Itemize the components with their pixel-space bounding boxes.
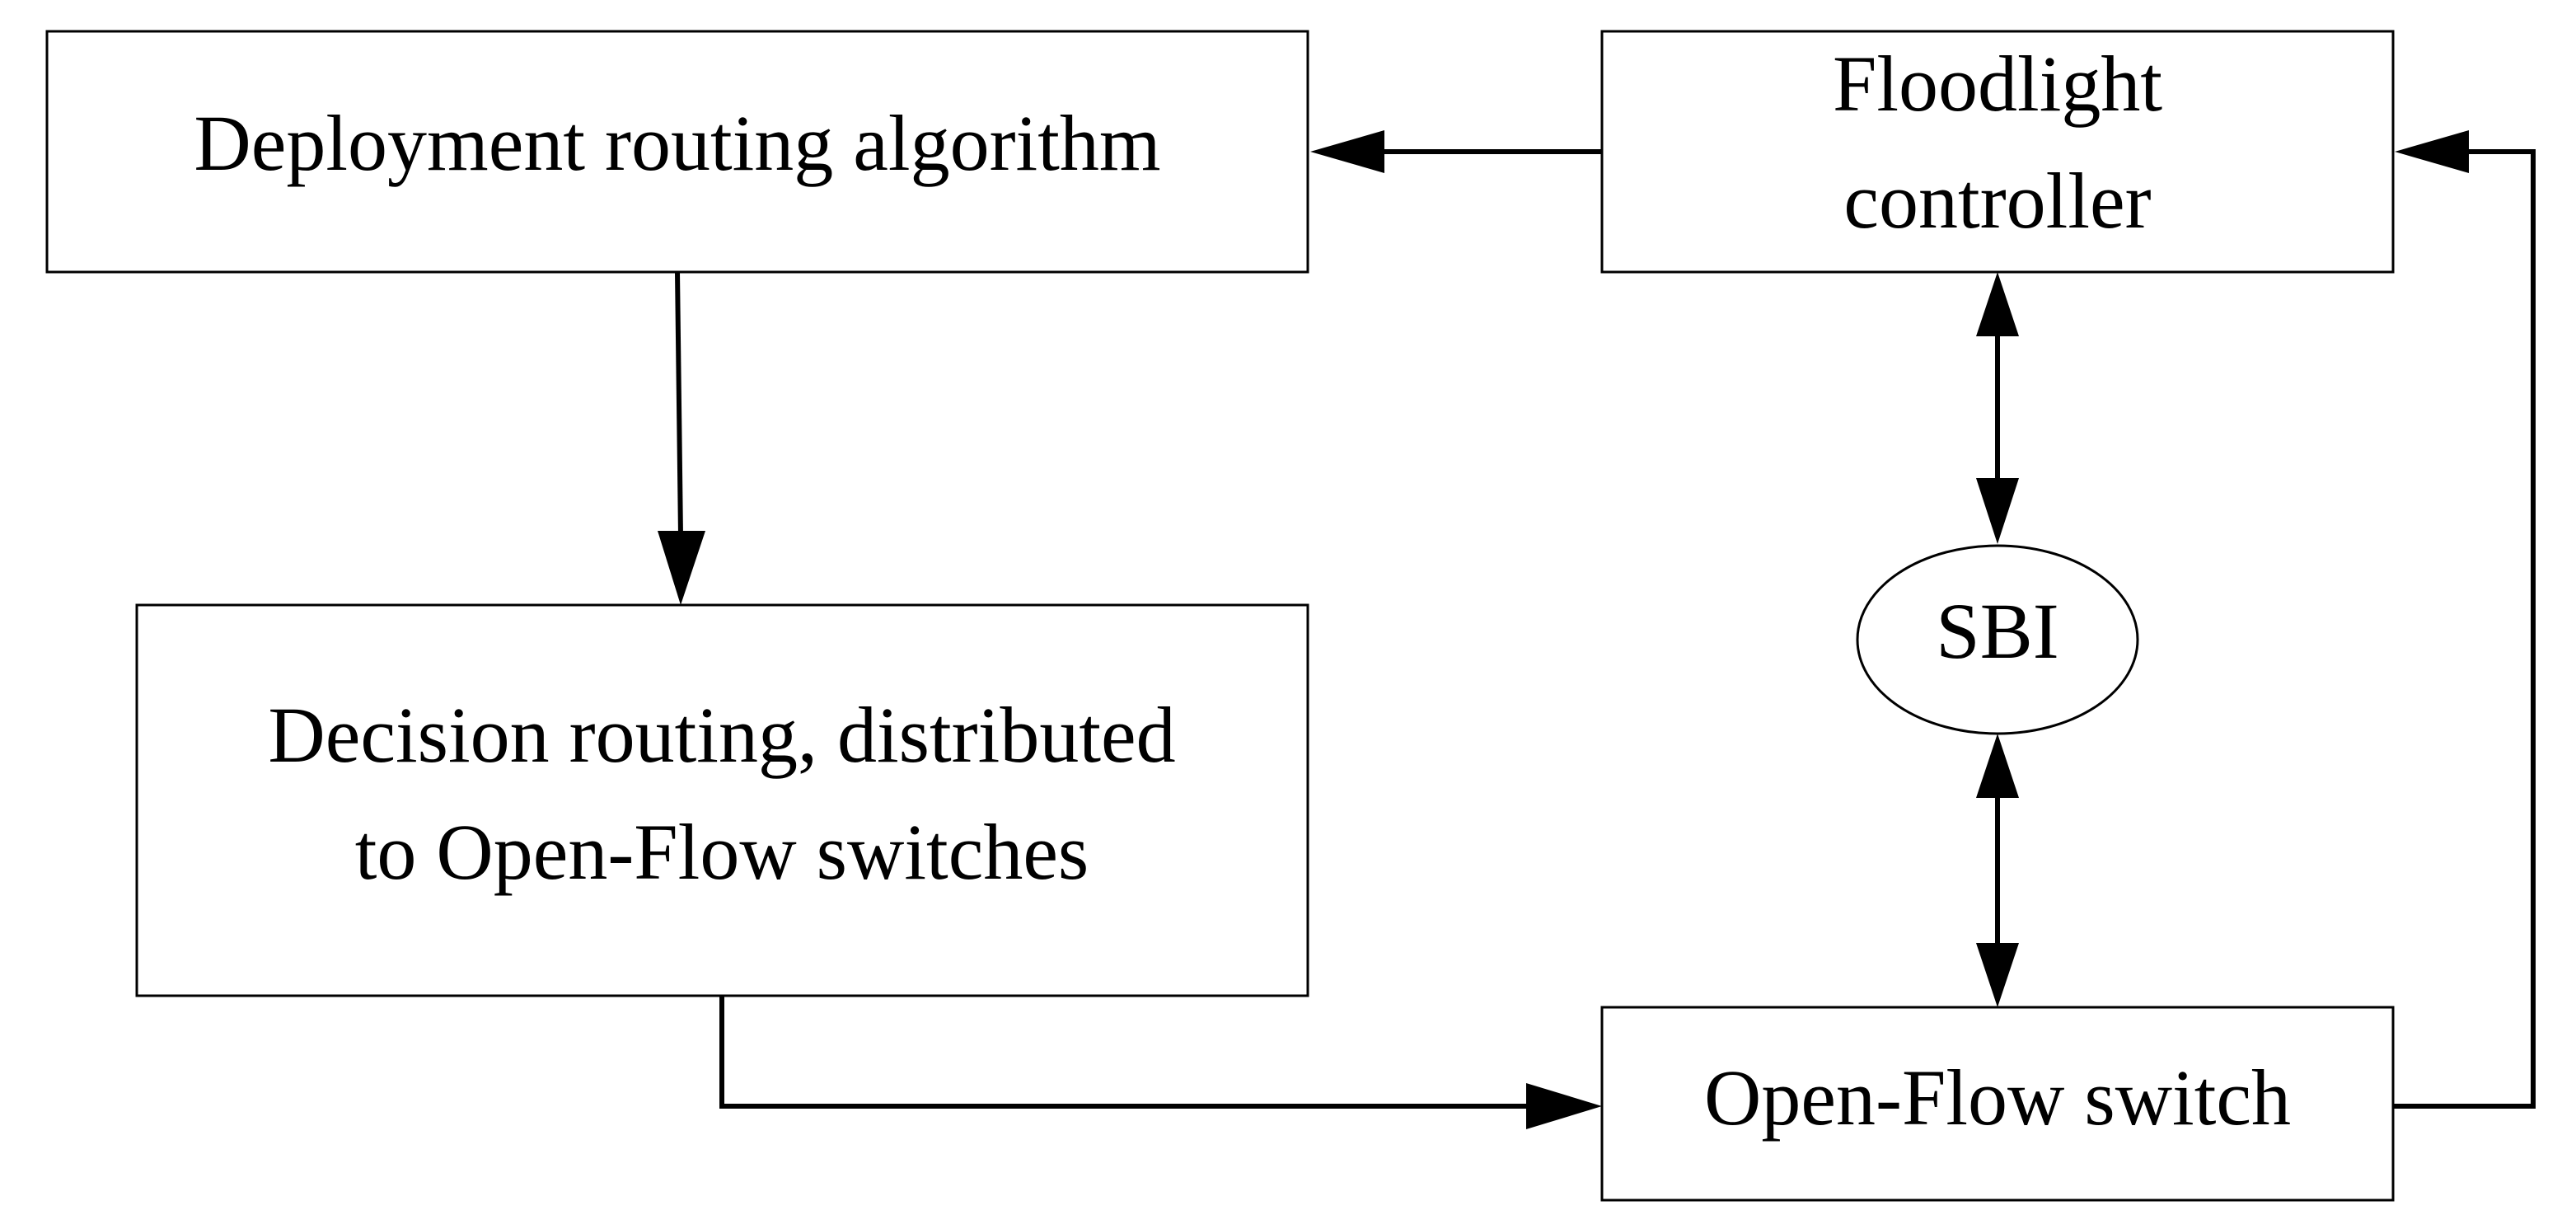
edge-sbi-switch bbox=[1976, 734, 2019, 1007]
sbi-label: SBI bbox=[1936, 587, 2058, 675]
decision-label-line1: Decision routing, distributed bbox=[268, 691, 1175, 779]
floodlight-label-line2: controller bbox=[1843, 157, 2151, 245]
edge-deployment-to-decision bbox=[658, 271, 705, 605]
floodlight-label-line1: Floodlight bbox=[1833, 40, 2162, 128]
switch-label: Open-Flow switch bbox=[1704, 1053, 2291, 1142]
node-floodlight-controller: Floodlight controller bbox=[1600, 30, 2395, 274]
edge-floodlight-sbi bbox=[1976, 272, 2019, 544]
edge-floodlight-to-deployment bbox=[1310, 130, 1602, 173]
deployment-label: Deployment routing algorithm bbox=[194, 99, 1160, 187]
edge-switch-to-floodlight bbox=[2393, 130, 2536, 1109]
edge-decision-to-switch bbox=[719, 996, 1602, 1129]
decision-label-line2: to Open-Flow switches bbox=[355, 808, 1089, 896]
node-decision-routing: Decision routing, distributed to Open-Fl… bbox=[135, 603, 1309, 997]
node-openflow-switch: Open-Flow switch bbox=[1600, 1006, 2395, 1202]
node-deployment-routing-algorithm: Deployment routing algorithm bbox=[45, 30, 1309, 274]
node-sbi: SBI bbox=[1856, 544, 2139, 735]
